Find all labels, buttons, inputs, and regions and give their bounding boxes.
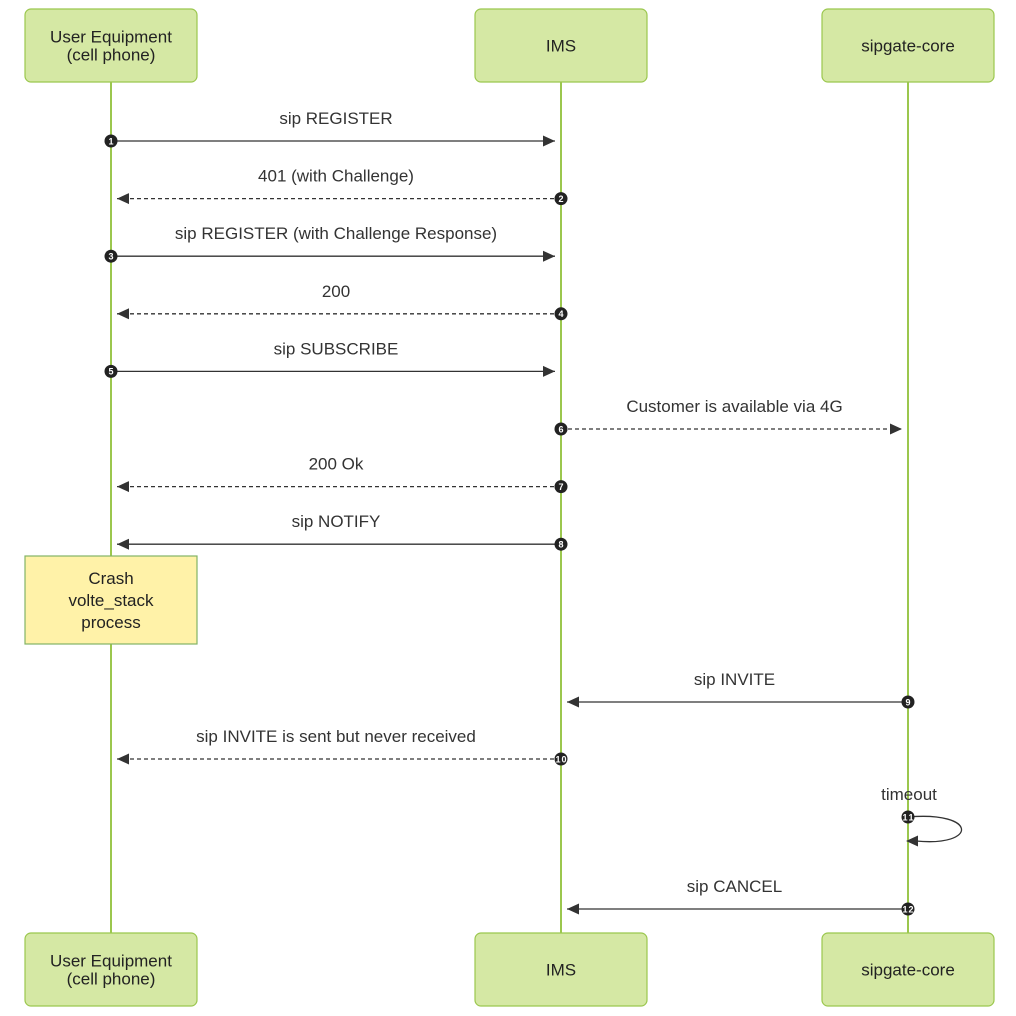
- arrowhead: [906, 835, 918, 847]
- participant-core-bottom: sipgate-core: [821, 932, 995, 1007]
- step-marker: [901, 810, 915, 824]
- participant-box: [474, 8, 648, 83]
- message-label: 401 (with Challenge): [258, 167, 414, 186]
- participant-ue-top: User Equipment(cell phone): [24, 8, 198, 83]
- participant-box: [24, 932, 198, 1007]
- message-label: Customer is available via 4G: [626, 397, 842, 416]
- step-marker: [901, 902, 915, 916]
- message-label: sip INVITE: [694, 670, 775, 689]
- arrowhead: [117, 308, 129, 320]
- note-box: [24, 555, 198, 645]
- message-label: sip REGISTER: [279, 109, 392, 128]
- participant-box: [821, 932, 995, 1007]
- step-number: 7: [558, 482, 563, 492]
- participant-core-top: sipgate-core: [821, 8, 995, 83]
- participant-label: User Equipment: [50, 952, 172, 971]
- step-marker: [554, 422, 568, 436]
- message-5: 5 sip SUBSCRIBE: [104, 339, 555, 378]
- arrowhead: [117, 481, 129, 493]
- message-label: sip CANCEL: [687, 877, 782, 896]
- message-7: 7 200 Ok: [117, 455, 568, 494]
- messages: 1 sip REGISTER 2 401 (with Challenge) 3 sip R…: [104, 109, 963, 916]
- arrowhead: [543, 135, 555, 147]
- step-number: 9: [905, 697, 910, 707]
- message-4: 4 200: [117, 282, 568, 321]
- participant-ims-top: IMS: [474, 8, 648, 83]
- participant-boxes: User Equipment(cell phone)User Equipment…: [24, 8, 995, 1007]
- step-number: 5: [108, 367, 113, 377]
- message-label: timeout: [881, 785, 937, 804]
- note-line: Crash: [88, 569, 133, 588]
- arrowhead: [567, 696, 579, 708]
- message-label: sip INVITE is sent but never received: [196, 727, 476, 746]
- step-marker: [554, 480, 568, 494]
- participant-label: User Equipment: [50, 28, 172, 47]
- step-marker: [554, 307, 568, 321]
- participant-ue-bottom: User Equipment(cell phone): [24, 932, 198, 1007]
- step-number: 3: [108, 252, 113, 262]
- participant-label: sipgate-core: [861, 961, 955, 980]
- lifelines: [110, 82, 909, 933]
- self-loop: [907, 815, 963, 843]
- step-number: 6: [558, 424, 563, 434]
- participant-label: IMS: [546, 37, 576, 56]
- arrowhead: [117, 193, 129, 205]
- participant-label: IMS: [546, 961, 576, 980]
- participant-label: (cell phone): [67, 970, 156, 989]
- arrowhead: [117, 538, 129, 550]
- message-8: 8 sip NOTIFY: [117, 512, 568, 551]
- arrowhead: [117, 753, 129, 765]
- step-number: 2: [558, 194, 563, 204]
- message-label: sip REGISTER (with Challenge Response): [175, 224, 497, 243]
- message-6: 6 Customer is available via 4G: [554, 397, 902, 436]
- message-label: 200: [322, 282, 350, 301]
- participant-box: [474, 932, 648, 1007]
- participant-label: (cell phone): [67, 46, 156, 65]
- step-number: 8: [558, 540, 563, 550]
- note-line: process: [81, 613, 141, 632]
- participant-box: [24, 8, 198, 83]
- participant-label: sipgate-core: [861, 37, 955, 56]
- participant-ims-bottom: IMS: [474, 932, 648, 1007]
- step-marker: [554, 537, 568, 551]
- note-line: volte_stack: [68, 591, 154, 610]
- message-1: 1 sip REGISTER: [104, 109, 555, 148]
- step-marker: [554, 752, 568, 766]
- arrowhead: [890, 423, 902, 435]
- step-marker: [104, 364, 118, 378]
- message-label: sip SUBSCRIBE: [274, 339, 399, 358]
- step-number: 10: [556, 754, 567, 764]
- message-9: 9 sip INVITE: [567, 670, 915, 709]
- message-label: 200 Ok: [309, 455, 364, 474]
- step-marker: [104, 134, 118, 148]
- message-11: 11 timeout: [881, 785, 963, 847]
- arrowhead: [543, 250, 555, 262]
- arrowhead: [543, 365, 555, 377]
- message-10: 10 sip INVITE is sent but never received: [117, 727, 568, 766]
- message-2: 2 401 (with Challenge): [117, 167, 568, 206]
- step-number: 11: [903, 812, 914, 822]
- message-label: sip NOTIFY: [292, 512, 381, 531]
- message-12: 12 sip CANCEL: [567, 877, 915, 916]
- message-3: 3 sip REGISTER (with Challenge Response): [104, 224, 555, 263]
- step-number: 12: [903, 904, 914, 914]
- step-marker: [554, 192, 568, 206]
- participant-box: [821, 8, 995, 83]
- arrowhead: [567, 903, 579, 915]
- step-number: 4: [558, 309, 563, 319]
- step-number: 1: [108, 136, 113, 146]
- step-marker: [104, 249, 118, 263]
- step-marker: [901, 695, 915, 709]
